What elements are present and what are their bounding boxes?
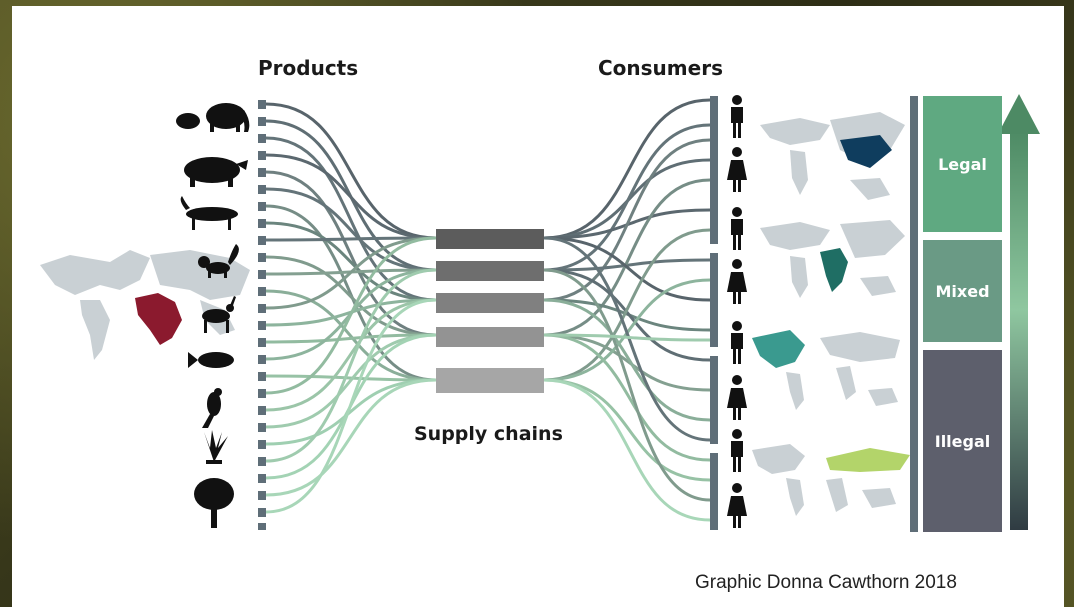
category-mixed: Mixed [923, 240, 1002, 342]
category-divider [910, 96, 918, 532]
supply-chain-bar [436, 261, 544, 281]
consumers-header: Consumers [598, 56, 723, 80]
rhino-icon [184, 157, 248, 187]
category-illegal-label: Illegal [934, 431, 991, 451]
credit-text: Graphic Donna Cawthorn 2018 [695, 572, 957, 593]
trend-arrow [998, 94, 1040, 530]
man-icon [731, 321, 743, 364]
parrot-icon [202, 388, 222, 428]
woman-icon [727, 483, 747, 528]
man-icon [731, 95, 743, 138]
category-legal-label: Legal [938, 154, 987, 174]
woman-icon [727, 375, 747, 420]
consumer-map-asia [760, 112, 905, 200]
monkey-icon [198, 244, 239, 278]
consumer-map-north-america [752, 330, 900, 410]
supply-chains-label: Supply chains [414, 423, 563, 445]
man-icon [731, 429, 743, 472]
antelope-icon [202, 296, 236, 333]
supply-chain-bar [436, 229, 544, 249]
big-cat-icon [180, 196, 238, 230]
product-marker-column [258, 100, 266, 530]
elephant-icon [176, 103, 250, 132]
consumer-map-russia [752, 444, 910, 516]
tree-icon [194, 478, 234, 528]
plant-icon [204, 430, 228, 464]
africa-source-region [135, 293, 182, 345]
woman-icon [727, 147, 747, 192]
supply-chain-bar [436, 368, 544, 393]
supply-chain-bar [436, 327, 544, 347]
man-icon [731, 207, 743, 250]
supply-chain-bars [436, 229, 544, 393]
products-header: Products [258, 56, 359, 80]
supply-chain-bar [436, 293, 544, 313]
consumer-group-bars [710, 96, 718, 530]
category-illegal: Illegal [923, 350, 1002, 532]
product-flows [265, 102, 437, 514]
fish-icon [188, 352, 234, 368]
woman-icon [727, 259, 747, 304]
consumer-flows [543, 98, 711, 522]
category-mixed-label: Mixed [935, 281, 990, 301]
consumer-map-africa [760, 220, 905, 298]
category-legal: Legal [923, 96, 1002, 232]
